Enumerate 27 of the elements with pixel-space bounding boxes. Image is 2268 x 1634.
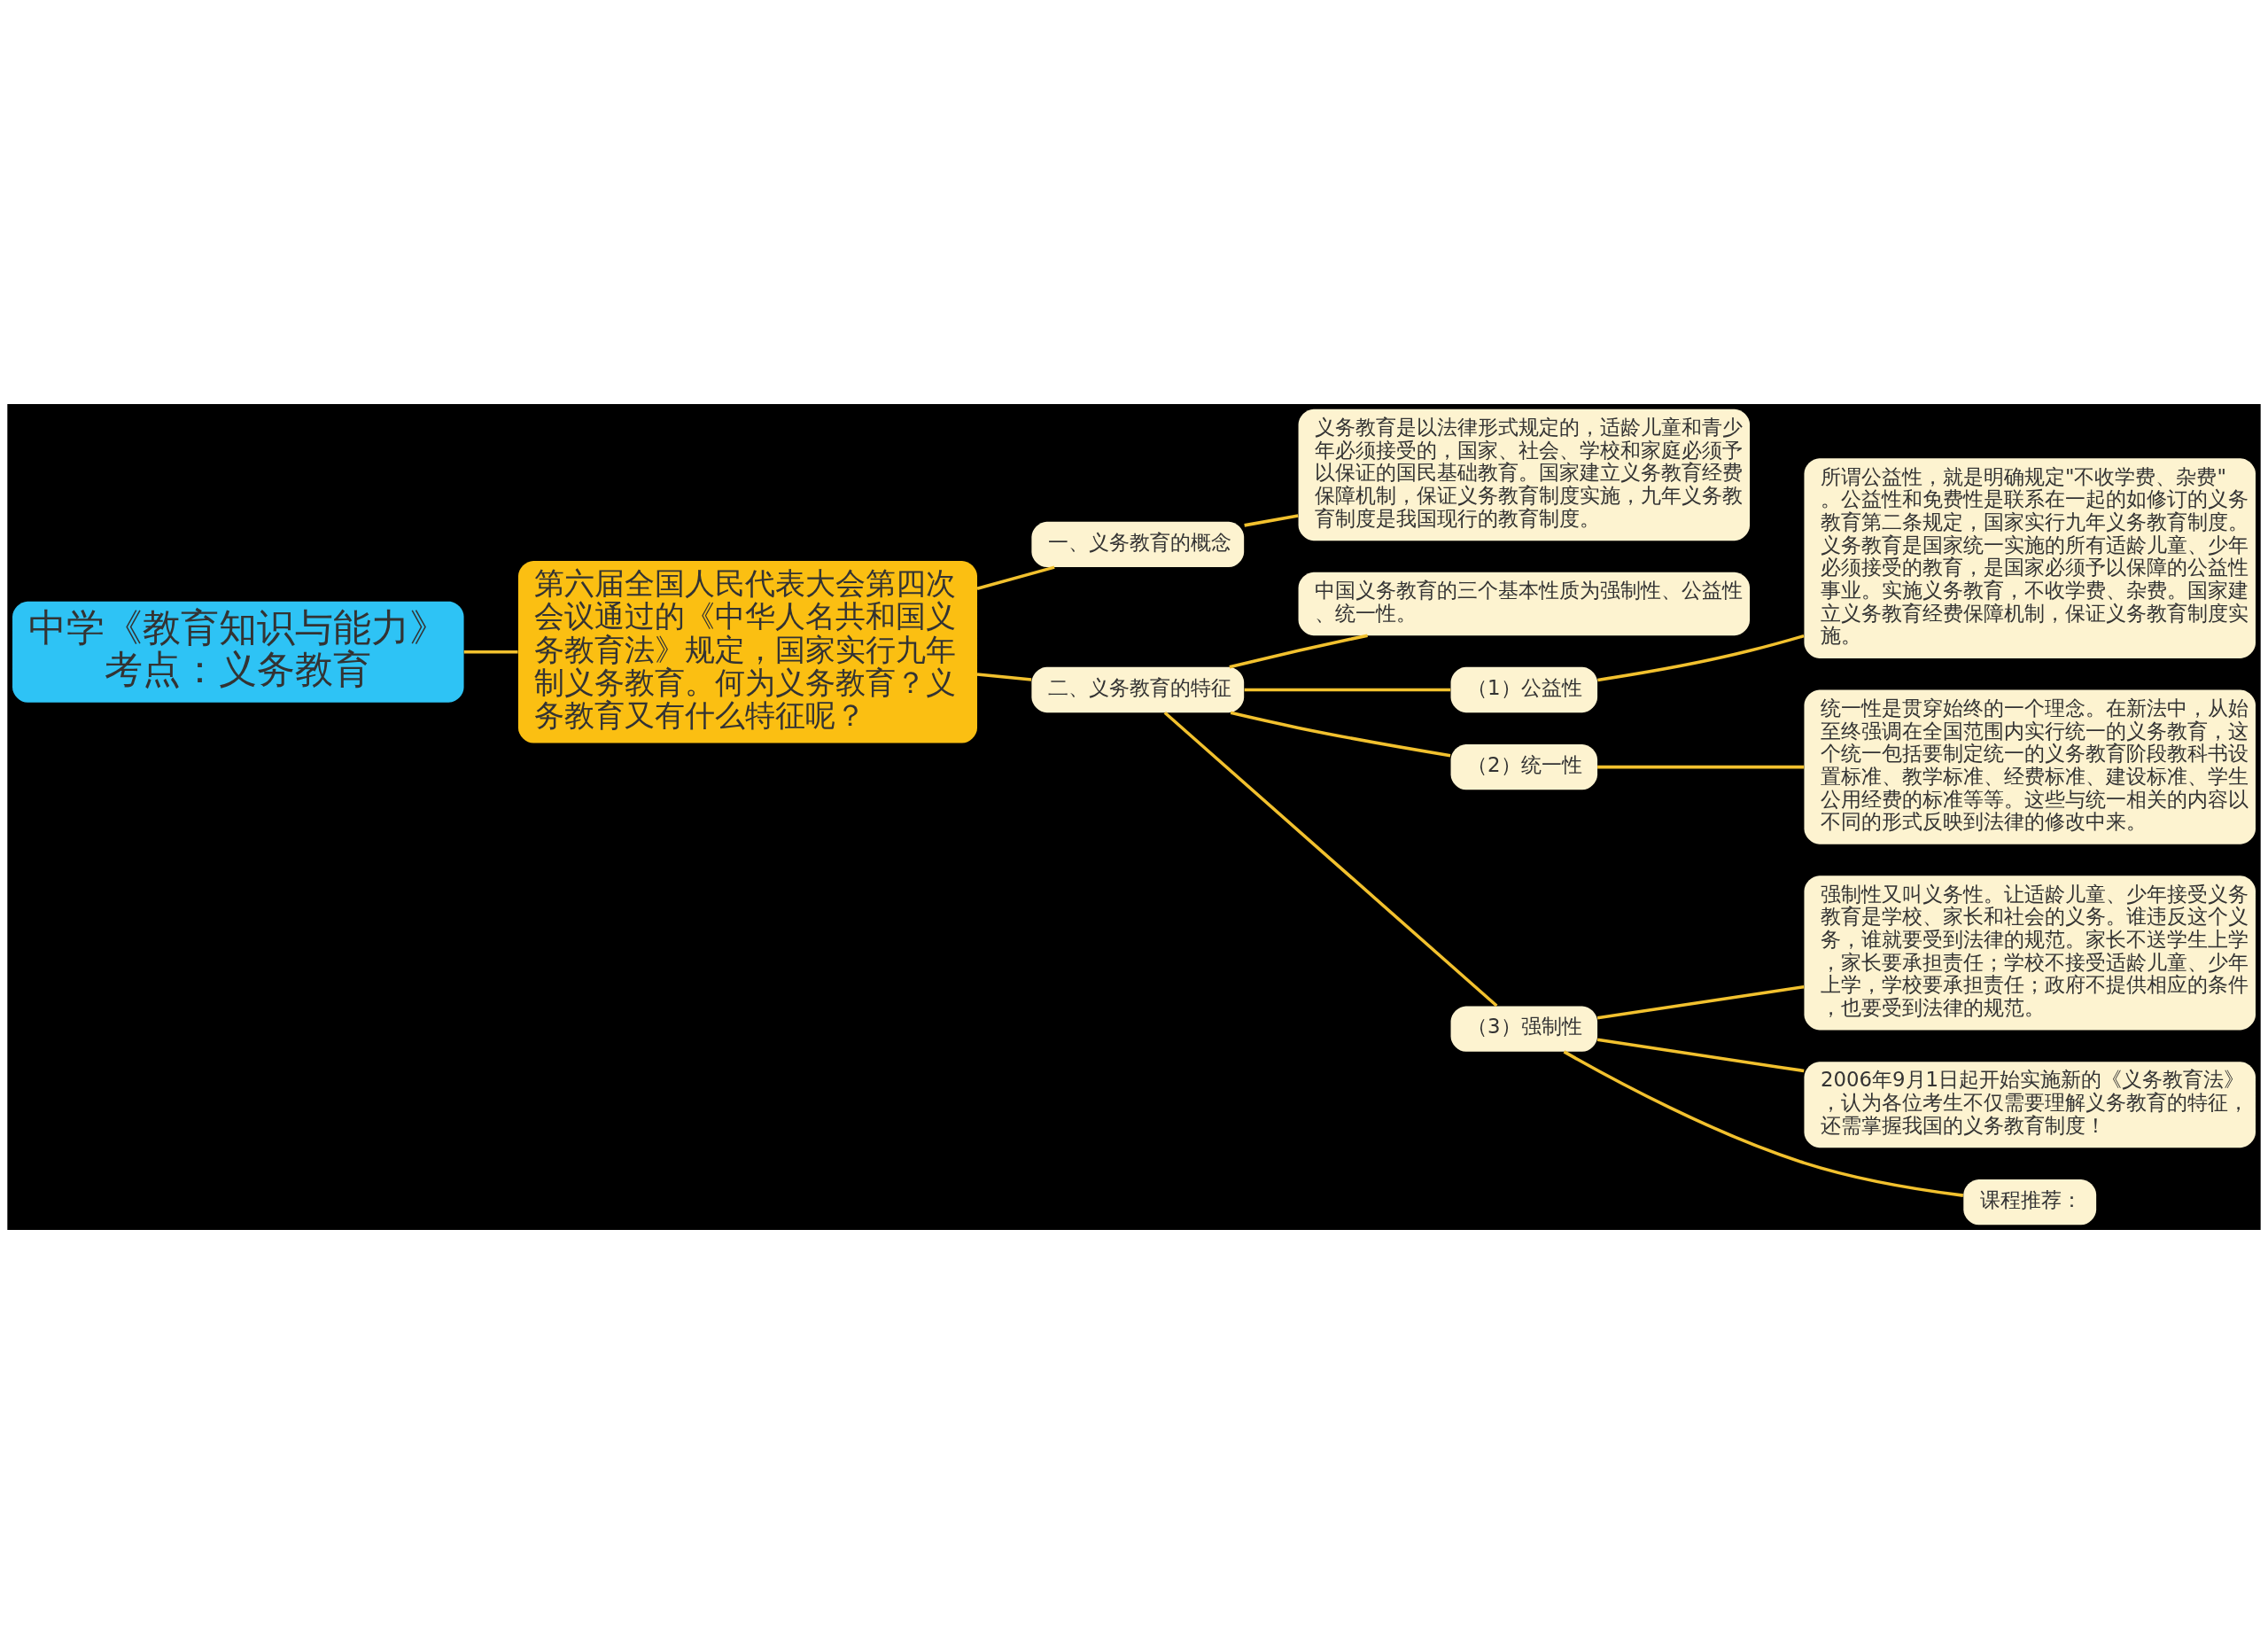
connector [1229,634,1368,669]
node-box: （3）强制性 [1450,1006,1598,1052]
node-box: 一、义务教育的概念 [1031,521,1245,568]
connector [976,673,1032,681]
node-box: 二、义务教育的特征 [1031,666,1245,713]
node-box: 中国义务教育的三个基本性质为强制性、公益性、统一性。 [1298,572,1751,636]
connector [1596,1038,1805,1073]
connector [1597,765,1805,769]
node-box: 强制性又叫义务性。让适龄儿童、少年接受义务教育是学校、家长和社会的义务。谁违反这个义务，谁就要受到法律的规范。家长不送学生上学，家长要承担责任；学校不接受适龄儿童、少年上学，学校要承担责任；政府不提供相应的条件，也要受到法律的规范。 [1804,875,2256,1031]
node-box: 第六届全国人民代表大会第四次会议通过的《中华人名共和国义务教育法》规定，国家实行九年制义务教育。何为义务教育？义务教育又有什么特征呢？ [517,561,977,743]
node-box: （2）统一性 [1450,743,1598,790]
node-box: 课程推荐： [1963,1179,2097,1226]
connector [1163,711,1498,1008]
node-box: （1）公益性 [1450,666,1598,713]
node-box: 中学《教育知识与能力》考点：义务教育 [12,601,464,703]
connector [1563,1050,1964,1197]
connector [1244,688,1451,692]
connector [976,565,1055,590]
connector [1597,634,1805,682]
connector [1596,984,1805,1020]
node-box: 2006年9月1日起开始实施新的《义务教育法》，认为各位考生不仅需要理解义务教育的特征，还需掌握我国的义务教育制度！ [1804,1062,2256,1148]
connector [1244,514,1299,527]
node-box: 统一性是贯穿始终的一个理念。在新法中，从始至终强调在全国范围内实行统一的义务教育，这个统一包括要制定统一的义务教育阶段教科书设置标准、教学标准、经费标准、建设标准、学生公用经费的标准等等。这些与统一相关的内容以不同的形式反映到法律的修改中来。 [1804,689,2256,844]
connector [1230,711,1451,758]
node-box: 所谓公益性，就是明确规定"不收学费、杂费"。公益性和免费性是联系在一起的如修订的义务教育第二条规定，国家实行九年义务教育制度。义务教育是国家统一实施的所有适龄儿童、少年必须接受的教育，是国家必须予以保障的公益性事业。实施义务教育，不收学费、杂费。国家建立义务教育经费保障机制，保证义务教育制度实施。 [1804,458,2256,658]
node-box: 义务教育是以法律形式规定的，适龄儿童和青少年必须接受的，国家、社会、学校和家庭必须予以保证的国民基础教育。国家建立义务教育经费保障机制，保证义务教育制度实施，九年义务教育制度是我国现行的教育制度。 [1298,408,1751,541]
connector [463,650,518,654]
